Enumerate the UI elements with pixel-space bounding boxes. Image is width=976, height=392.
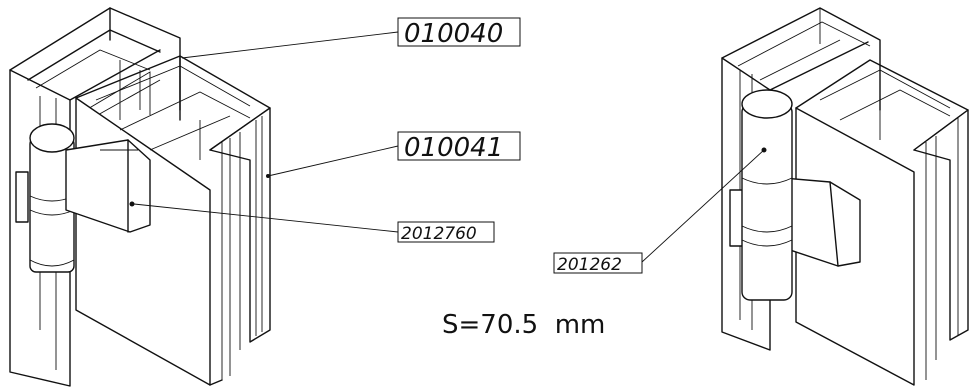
label-2012760: 2012760 [397, 221, 495, 244]
right-leader-lines [641, 149, 765, 263]
left-profile-assembly [9, 7, 271, 387]
label-010041: 010041 [397, 131, 521, 163]
svg-text:010041: 010041 [404, 133, 503, 163]
svg-text:010040: 010040 [404, 19, 503, 49]
right-profile-assembly [721, 7, 969, 386]
svg-text:201262: 201262 [557, 255, 622, 275]
profile-size-spec: S=70.5 mm [442, 310, 605, 340]
left-leader-lines [133, 31, 399, 233]
svg-text:2012760: 2012760 [401, 224, 477, 244]
label-010040: 010040 [397, 17, 521, 49]
label-201262: 201262 [553, 252, 643, 275]
